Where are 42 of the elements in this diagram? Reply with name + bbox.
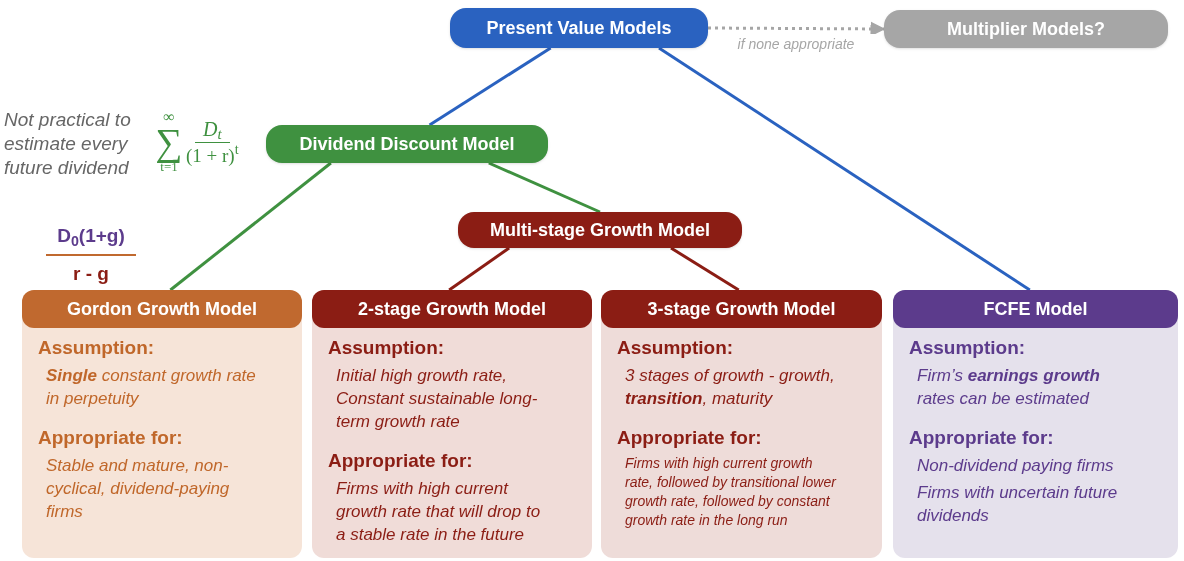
body-text: Initial high growth rate, Constant sustainable long-term growth rate — [335, 364, 539, 433]
connector-line — [670, 246, 740, 292]
body-text: 3 stages of growth - growth, transition, maturity — [624, 364, 836, 410]
section-heading: Appropriate for: — [909, 425, 1055, 450]
model-pill: Multi-stage Growth Model — [458, 212, 742, 248]
body-text: Firm’s earnings growth rates can be estimated — [916, 364, 1101, 410]
formula-text: ∞ — [163, 110, 175, 124]
note-text: Not practical to estimate every future dividend — [4, 108, 132, 180]
section-heading: Assumption: — [909, 336, 1027, 360]
section-heading: Appropriate for: — [328, 448, 474, 473]
section-heading: Assumption: — [328, 336, 446, 360]
section-heading: Appropriate for: — [38, 425, 184, 450]
card-header: 2-stage Growth Model — [312, 290, 592, 328]
section-heading: Assumption: — [38, 336, 156, 360]
model-card — [312, 290, 592, 558]
card-header: FCFE Model — [893, 290, 1178, 328]
model-card — [22, 290, 302, 558]
connector-line — [658, 46, 1031, 292]
section-heading: Appropriate for: — [617, 425, 763, 450]
formula-text: (1 + r)$^{t}$ — [186, 142, 239, 168]
model-card — [893, 290, 1178, 558]
arrow — [708, 21, 886, 37]
card-header: Gordon Growth Model — [22, 290, 302, 328]
model-pill: Dividend Discount Model — [266, 125, 548, 163]
connector-line — [488, 161, 601, 214]
body-text: Non-dividend paying firms — [916, 454, 1115, 477]
card-header: 3-stage Growth Model — [601, 290, 882, 328]
model-pill: Multiplier Models? — [884, 10, 1168, 48]
body-text: Stable and mature, non-cyclical, dividend-paying firms — [45, 454, 231, 523]
body-text: Firms with uncertain future dividends — [916, 481, 1119, 527]
section-heading: Assumption: — [617, 336, 735, 360]
model-card — [601, 290, 882, 558]
body-text: Firms with high current growth rate that will drop to a stable rate in the future — [335, 477, 542, 546]
formula-text: r - g — [73, 262, 109, 286]
formula-text: D$_{t}$ — [195, 115, 230, 143]
body-text: Single constant growth rate in perpetuity — [45, 364, 257, 410]
connector-line — [448, 246, 510, 292]
connector-line — [428, 46, 552, 127]
body-text: Firms with high current growth rate, followed by transitional lower growth rate, followed by constant growth rate in the long run — [624, 453, 838, 530]
connector-line — [169, 161, 332, 292]
model-pill: Present Value Models — [450, 8, 708, 48]
formula-text: D$_{0}$(1+g) — [46, 222, 136, 256]
